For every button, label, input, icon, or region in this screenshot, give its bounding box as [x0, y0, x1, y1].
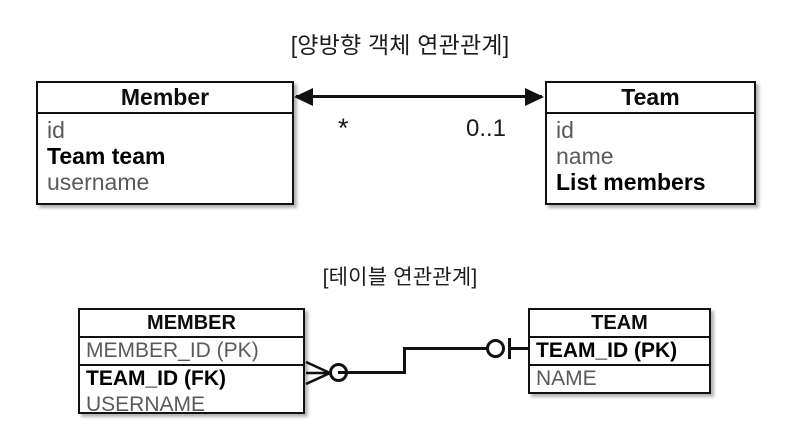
association-line: [296, 95, 542, 98]
member-column-team-id: TEAM_ID (FK): [86, 367, 226, 390]
er-table-member-pk-section: MEMBER_ID (PK): [80, 338, 303, 366]
er-table-team: TEAM TEAM_ID (PK) NAME: [528, 308, 711, 394]
class-box-member: Member id Team team username: [36, 81, 294, 205]
relationship-line-segment-3: [508, 347, 530, 350]
member-field-username: username: [47, 169, 150, 195]
relationship-line-segment-2: [403, 347, 487, 350]
member-column-username: USERNAME: [86, 393, 206, 416]
crows-foot-icon: [305, 360, 331, 386]
member-field-id: id: [47, 117, 65, 143]
multiplicity-many: *: [338, 113, 349, 143]
er-table-member-columns: TEAM_ID (FK) USERNAME: [80, 366, 303, 418]
er-table-member-title: MEMBER: [80, 310, 303, 338]
table-association-title: [테이블 연관관계]: [322, 266, 478, 289]
member-field-team: Team team: [47, 143, 166, 169]
multiplicity-zero-or-one: 0..1: [466, 115, 507, 142]
class-box-member-fields: id Team team username: [38, 114, 292, 197]
team-field-members: List members: [556, 169, 706, 195]
team-column-team-id: TEAM_ID (PK): [536, 339, 678, 362]
team-column-name: NAME: [536, 367, 597, 390]
er-table-team-columns: NAME: [530, 366, 709, 392]
team-field-name: name: [556, 143, 614, 169]
er-table-team-pk-section: TEAM_ID (PK): [530, 338, 709, 366]
relationship-line-elbow: [403, 347, 406, 374]
class-box-team-title: Team: [547, 83, 754, 114]
class-box-member-title: Member: [38, 83, 292, 114]
er-table-member: MEMBER MEMBER_ID (PK) TEAM_ID (FK) USERN…: [78, 308, 305, 415]
class-box-team-fields: id name List members: [547, 114, 754, 197]
team-field-id: id: [556, 117, 574, 143]
zero-marker-team-side: [486, 339, 505, 358]
member-column-member-id: MEMBER_ID (PK): [86, 339, 259, 362]
er-table-team-title: TEAM: [530, 310, 709, 338]
association-arrowhead-right: [525, 88, 544, 106]
object-association-title: [양방향 객체 연관관계]: [290, 32, 510, 58]
relationship-line-segment-1: [338, 371, 406, 374]
class-box-team: Team id name List members: [545, 81, 756, 205]
